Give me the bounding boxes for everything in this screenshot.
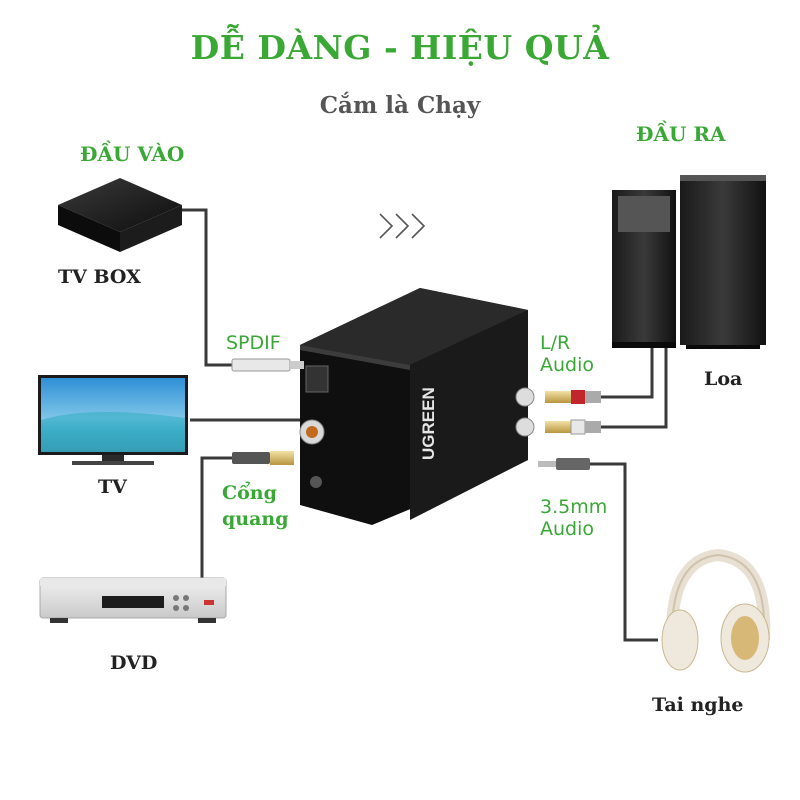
port-label-jack-audio: 3.5mm Audio	[540, 496, 607, 540]
device-label-headphones: Tai nghe	[652, 694, 744, 716]
input-section-label: ĐẦU VÀO	[80, 142, 185, 166]
port-label-jack-line1: 3.5mm	[540, 496, 608, 518]
port-label-optical: Cổng quang	[222, 480, 289, 532]
input-cables	[180, 208, 300, 578]
tv-icon	[38, 375, 188, 465]
port-label-lr-line1: L/R	[540, 332, 571, 354]
page-subtitle: Cắm là Chạy	[319, 92, 481, 119]
device-label-tv-box: TV BOX	[58, 266, 141, 288]
coax-connector	[232, 451, 294, 465]
device-label-tv: TV	[98, 476, 127, 498]
tv-box-icon	[58, 178, 182, 252]
port-label-optical-line1: Cổng	[222, 482, 277, 504]
device-label-dvd: DVD	[110, 652, 158, 674]
converter-box-icon: UGREEN	[299, 288, 535, 525]
rca-connectors	[545, 390, 601, 435]
jack-connector	[538, 458, 590, 470]
port-label-optical-line2: quang	[222, 508, 289, 530]
port-label-jack-line2: Audio	[540, 518, 595, 540]
port-label-lr-line2: Audio	[540, 354, 595, 376]
speakers-icon	[612, 175, 766, 349]
spdif-connector	[231, 358, 304, 372]
port-label-lr-audio: L/R Audio	[540, 332, 594, 376]
output-cables	[590, 335, 668, 642]
page-title: DỄ DÀNG - HIỆU QUẢ	[190, 28, 610, 67]
dvd-player-icon	[39, 577, 227, 623]
headphones-icon	[661, 548, 771, 673]
arrow-chevrons-icon	[379, 213, 426, 239]
port-label-spdif: SPDIF	[226, 332, 281, 354]
output-section-label: ĐẦU RA	[636, 122, 726, 146]
brand-logo: UGREEN	[419, 387, 438, 460]
device-label-speakers: Loa	[704, 368, 743, 390]
